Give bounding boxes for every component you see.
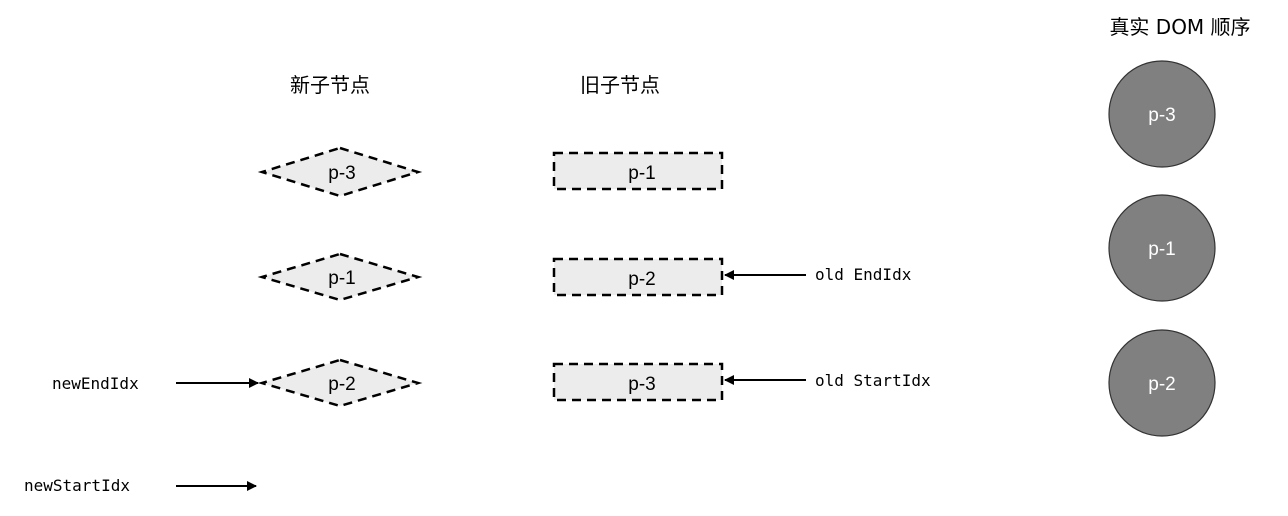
new-child-label: p-2 [328, 374, 355, 395]
new-end-idx-label: newEndIdx [52, 374, 139, 393]
dom-node-label: p-3 [1148, 105, 1175, 126]
new-child-node: p-1 [257, 252, 423, 302]
old-child-label: p-1 [628, 163, 655, 184]
new-child-node: p-2 [257, 358, 423, 408]
old-child-node: p-1 [552, 151, 724, 191]
old-child-node: p-2 [552, 257, 724, 297]
old-child-label: p-2 [628, 269, 655, 290]
old-end-idx-label: old EndIdx [815, 265, 912, 284]
dom-node: p-1 [1108, 194, 1216, 302]
old-child-label: p-3 [628, 374, 655, 395]
dom-node-label: p-1 [1148, 239, 1175, 260]
new-start-idx-label: newStartIdx [24, 476, 130, 495]
new-child-node: p-3 [257, 146, 423, 198]
new-child-label: p-1 [328, 268, 355, 289]
new-child-label: p-3 [328, 163, 355, 184]
old-start-idx-label: old StartIdx [815, 371, 931, 390]
dom-node: p-3 [1108, 60, 1216, 168]
dom-order-title: 真实 DOM 顺序 [1109, 15, 1250, 39]
dom-node: p-2 [1108, 329, 1216, 437]
old-children-heading: 旧子节点 [580, 73, 660, 97]
new-children-heading: 新子节点 [290, 73, 370, 97]
old-child-node: p-3 [552, 362, 724, 402]
dom-node-label: p-2 [1148, 374, 1175, 395]
